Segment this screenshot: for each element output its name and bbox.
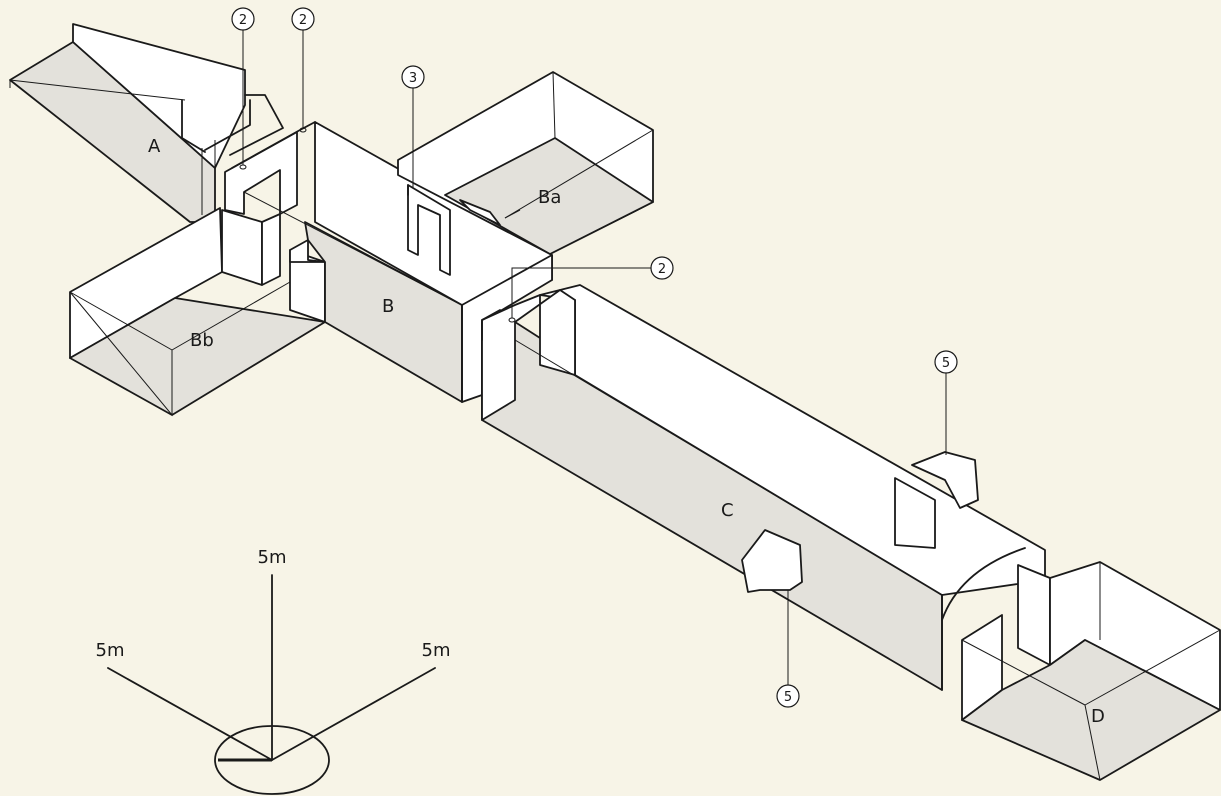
label-ba: Ba xyxy=(538,187,561,208)
callout-3: 3 xyxy=(401,65,425,89)
callout-6: 5 xyxy=(776,684,800,708)
callout-4-text: 2 xyxy=(658,262,666,277)
chamber-bb xyxy=(69,207,326,417)
scale-label-vertical: 5m xyxy=(258,547,287,568)
callout-2: 2 xyxy=(291,7,315,31)
scale-axis-left xyxy=(107,667,273,761)
callout-2-text: 2 xyxy=(299,13,307,28)
label-d: D xyxy=(1091,706,1105,727)
callout-5-text: 5 xyxy=(942,356,950,371)
chamber-ba-floor xyxy=(444,137,654,255)
door-frame-c xyxy=(481,289,576,421)
callout-6-text: 5 xyxy=(784,690,792,705)
corridor-a-wall xyxy=(72,23,246,169)
scale-label-left: 5m xyxy=(96,640,125,661)
callout-4: 2 xyxy=(650,256,674,280)
callout-leaders xyxy=(239,30,947,685)
chamber-d-door-right xyxy=(1017,564,1051,666)
niche-5-lower xyxy=(741,529,803,593)
scale-indicator: 5m 5m 5m xyxy=(96,547,451,795)
label-bb: Bb xyxy=(190,330,214,351)
corridor-c xyxy=(481,284,1046,691)
niche-5-upper xyxy=(911,451,979,509)
chamber-d xyxy=(961,561,1221,781)
callout-1-text: 2 xyxy=(239,13,247,28)
corridor-a xyxy=(9,23,284,223)
callout-3-text: 3 xyxy=(409,71,417,86)
chamber-bb-wall xyxy=(69,207,223,359)
hall-b xyxy=(224,121,553,403)
callout-1: 2 xyxy=(231,7,255,31)
callout-5: 5 xyxy=(934,350,958,374)
label-b: B xyxy=(382,296,394,317)
label-c: C xyxy=(721,500,734,521)
scale-axis-right xyxy=(271,667,436,761)
door-frame-b xyxy=(224,131,298,215)
chamber-ba xyxy=(397,71,654,276)
label-a: A xyxy=(148,136,161,157)
scale-label-right: 5m xyxy=(422,640,451,661)
